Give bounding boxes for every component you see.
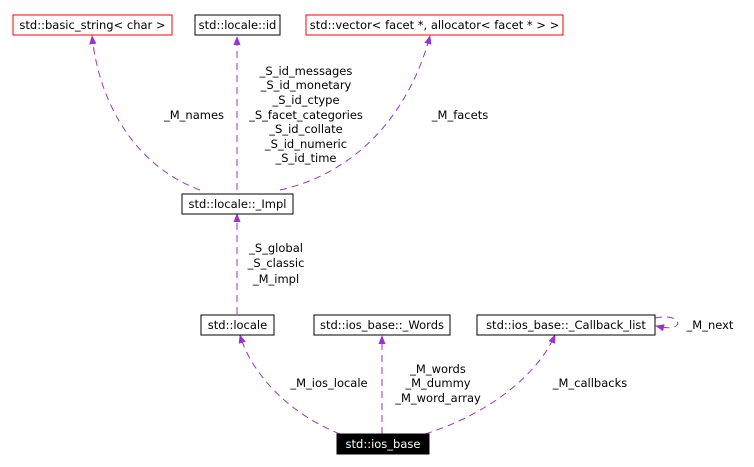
edge-label-m-callbacks: _M_callbacks xyxy=(552,376,628,390)
node-basic-string-label: std::basic_string< char > xyxy=(19,18,165,32)
edge-label-words-member: _M_words xyxy=(409,362,466,376)
edge-label-words-member: _M_word_array xyxy=(394,391,481,405)
edge-label-impl-members: _S_global _S_classic _M_impl xyxy=(247,241,305,286)
node-ios-words[interactable]: std::ios_base::_Words xyxy=(313,314,451,336)
node-ios-words-label: std::ios_base::_Words xyxy=(320,318,444,332)
node-ios-base[interactable]: std::ios_base xyxy=(336,433,430,455)
edge-label-words-members: _M_words _M_dummy _M_word_array xyxy=(394,362,481,405)
node-basic-string[interactable]: std::basic_string< char > xyxy=(12,14,173,36)
edge-label-locale-id-member: _S_id_messages xyxy=(259,64,353,78)
edge-m-callbacks xyxy=(424,334,556,435)
edge-label-words-member: _M_dummy xyxy=(404,376,470,390)
edge-label-impl-member: _M_impl xyxy=(252,272,299,286)
node-locale-impl[interactable]: std::locale::_Impl xyxy=(181,193,294,215)
node-callback-list[interactable]: std::ios_base::_Callback_list xyxy=(476,314,656,336)
node-callback-list-label: std::ios_base::_Callback_list xyxy=(486,318,646,332)
node-locale[interactable]: std::locale xyxy=(200,314,275,336)
node-locale-id-label: std::locale::id xyxy=(199,18,277,32)
node-locale-id[interactable]: std::locale::id xyxy=(194,14,281,36)
node-ios-base-label: std::ios_base xyxy=(346,437,421,451)
edge-label-locale-id-member: _S_id_monetary xyxy=(260,78,352,92)
edge-label-m-names: _M_names xyxy=(163,108,224,122)
edge-label-locale-id-members: _S_id_messages _S_id_monetary _S_id_ctyp… xyxy=(248,64,363,165)
edge-label-impl-member: _S_global xyxy=(248,241,303,255)
node-locale-label: std::locale xyxy=(208,318,267,332)
edge-label-locale-id-member: _S_id_collate xyxy=(268,122,342,136)
edge-label-m-facets: _M_facets xyxy=(431,108,488,122)
node-vector-facet-label: std::vector< facet *, allocator< facet *… xyxy=(310,18,559,32)
edge-label-locale-id-member: _S_id_ctype xyxy=(271,93,339,107)
node-locale-impl-label: std::locale::_Impl xyxy=(188,197,286,211)
edge-m-facets xyxy=(279,35,432,191)
edge-label-impl-member: _S_classic xyxy=(247,256,305,270)
edge-label-m-next: _M_next xyxy=(686,318,734,332)
edge-label-locale-id-member: _S_id_time xyxy=(274,151,336,165)
node-vector-facet[interactable]: std::vector< facet *, allocator< facet *… xyxy=(305,14,564,36)
edge-label-locale-id-member: _S_facet_categories xyxy=(248,108,363,122)
edge-label-m-ios-locale: _M_ios_locale xyxy=(289,376,367,390)
edge-m-next xyxy=(654,316,679,332)
edge-m-names xyxy=(89,35,201,191)
edge-label-locale-id-member: _S_id_numeric xyxy=(264,137,347,151)
